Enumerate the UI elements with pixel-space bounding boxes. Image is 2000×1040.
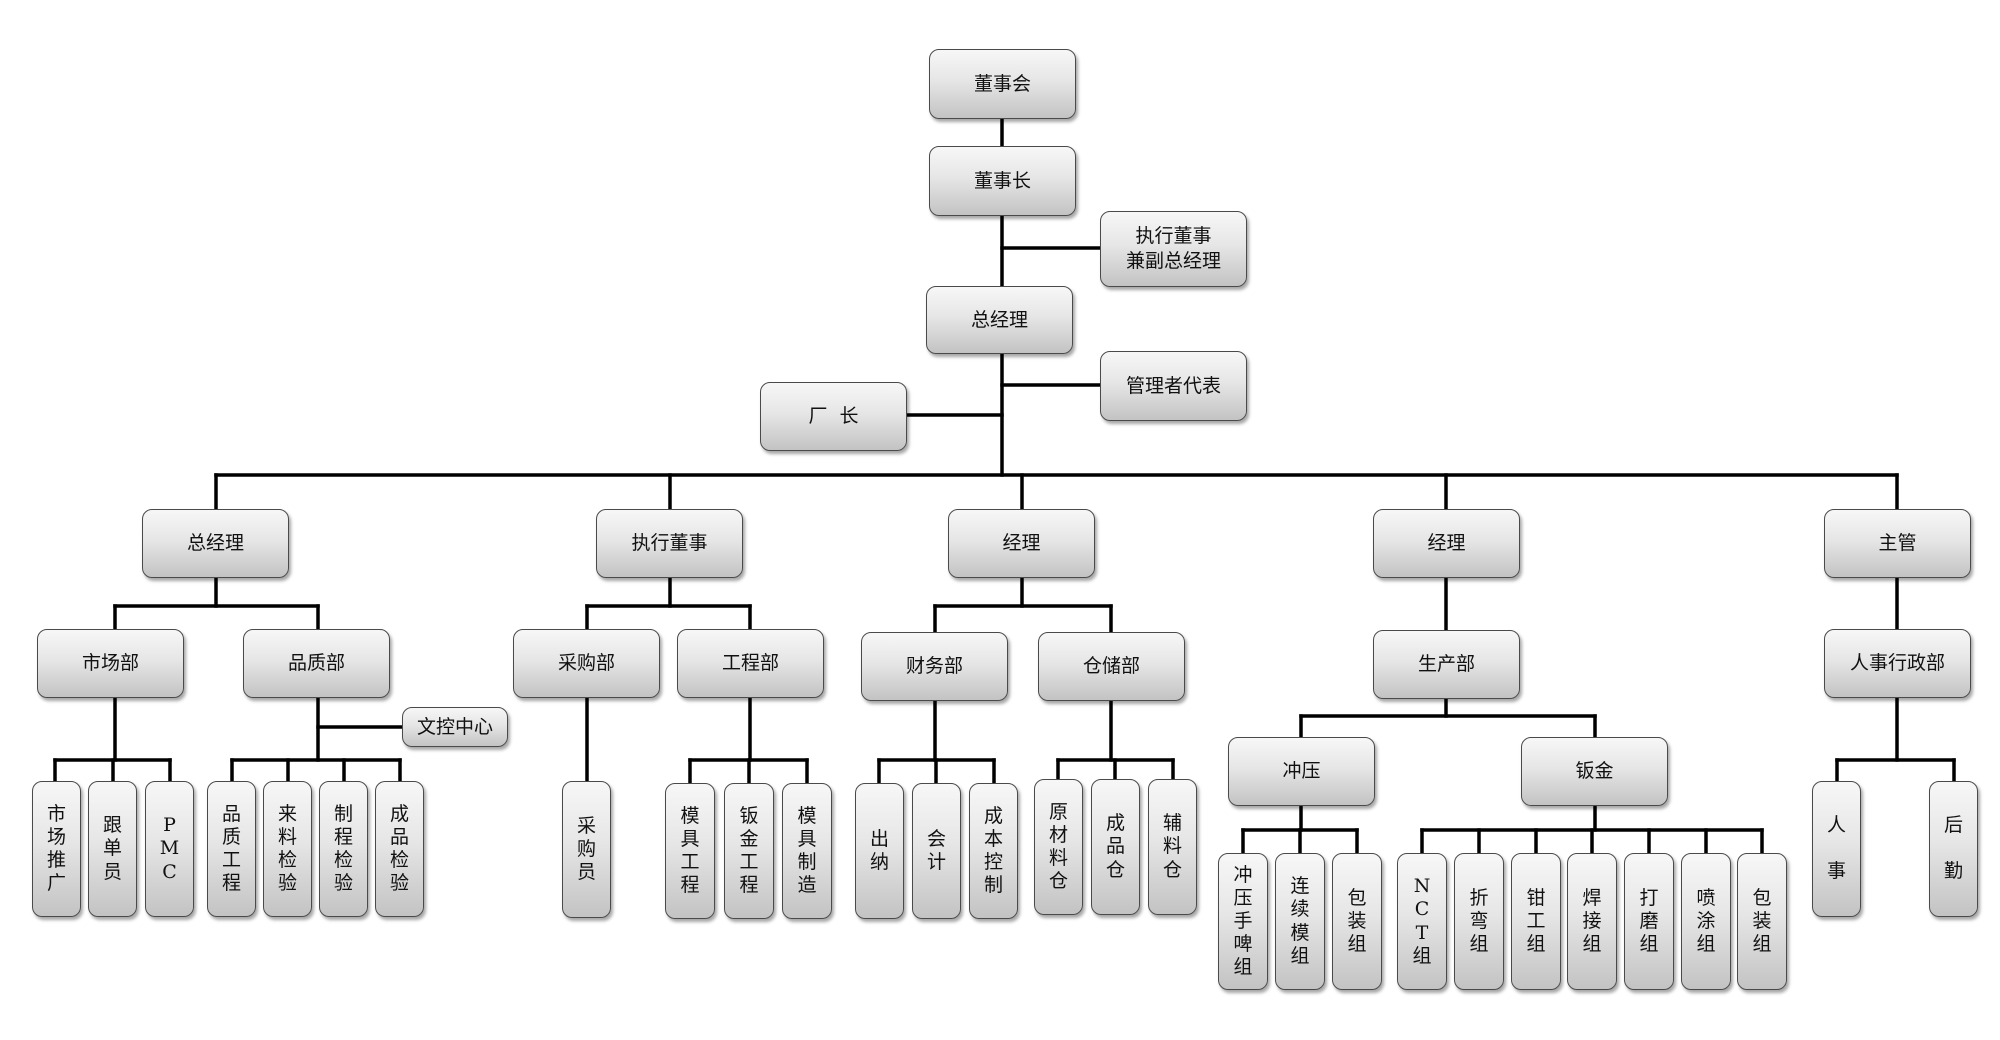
node-team: PMC <box>145 781 194 917</box>
node-team: 来料检验 <box>263 781 312 917</box>
node-team: 包装组 <box>1332 853 1382 990</box>
node-unit-sheet-metal: 钣金 <box>1521 737 1668 806</box>
node-team: 辅料仓 <box>1148 779 1197 915</box>
node-dept-engineering: 工程部 <box>677 629 824 698</box>
node-dept-hr-admin: 人事行政部 <box>1824 629 1971 698</box>
node-dept-purchase: 采购部 <box>513 629 660 698</box>
node-team: 模具工程 <box>665 783 715 919</box>
node-team: 包装组 <box>1737 853 1787 990</box>
node-team: 成品检验 <box>375 781 424 917</box>
node-team: 人事 <box>1812 781 1861 917</box>
node-exec-director-vgm: 执行董事 兼副总经理 <box>1100 211 1247 287</box>
node-team: 采购员 <box>562 781 611 918</box>
node-team: 钳工组 <box>1511 853 1561 990</box>
node-chairman: 董事长 <box>929 146 1076 216</box>
node-team: 出纳 <box>855 783 904 919</box>
node-management-rep: 管理者代表 <box>1100 351 1247 421</box>
node-team: 焊接组 <box>1567 853 1617 990</box>
node-team: 连续模组 <box>1275 853 1325 990</box>
node-team: 品质工程 <box>207 781 256 917</box>
node-team: 折弯组 <box>1454 853 1504 990</box>
node-team: 制程检验 <box>319 781 368 917</box>
node-team: 钣金工程 <box>724 783 774 919</box>
node-team: 跟单员 <box>88 781 137 917</box>
node-team: 打磨组 <box>1624 853 1674 990</box>
node-team: 原材料仓 <box>1034 779 1083 915</box>
node-branch-head-5: 主管 <box>1824 509 1971 578</box>
node-dept-production: 生产部 <box>1373 630 1520 699</box>
node-team: 成品仓 <box>1091 779 1140 915</box>
node-unit-stamping: 冲压 <box>1228 737 1375 806</box>
node-dept-warehouse: 仓储部 <box>1038 632 1185 701</box>
node-branch-head-2: 执行董事 <box>596 509 743 578</box>
node-doc-center: 文控中心 <box>402 707 508 747</box>
node-team: 市场推广 <box>32 781 81 917</box>
node-team: 冲压手啤组 <box>1218 853 1268 990</box>
node-team: 成本控制 <box>969 783 1018 919</box>
node-factory-director: 厂 长 <box>760 382 907 451</box>
node-general-manager: 总经理 <box>926 286 1073 354</box>
node-dept-finance: 财务部 <box>861 632 1008 701</box>
node-team: NCT组 <box>1397 853 1447 990</box>
node-dept-market: 市场部 <box>37 629 184 698</box>
node-branch-head-1: 总经理 <box>142 509 289 578</box>
node-board: 董事会 <box>929 49 1076 119</box>
node-branch-head-3: 经理 <box>948 509 1095 578</box>
node-team: 会计 <box>912 783 961 919</box>
node-branch-head-4: 经理 <box>1373 509 1520 578</box>
node-team: 模具制造 <box>782 783 832 919</box>
node-team: 后勤 <box>1929 781 1978 917</box>
node-dept-quality: 品质部 <box>243 629 390 698</box>
node-team: 喷涂组 <box>1681 853 1731 990</box>
